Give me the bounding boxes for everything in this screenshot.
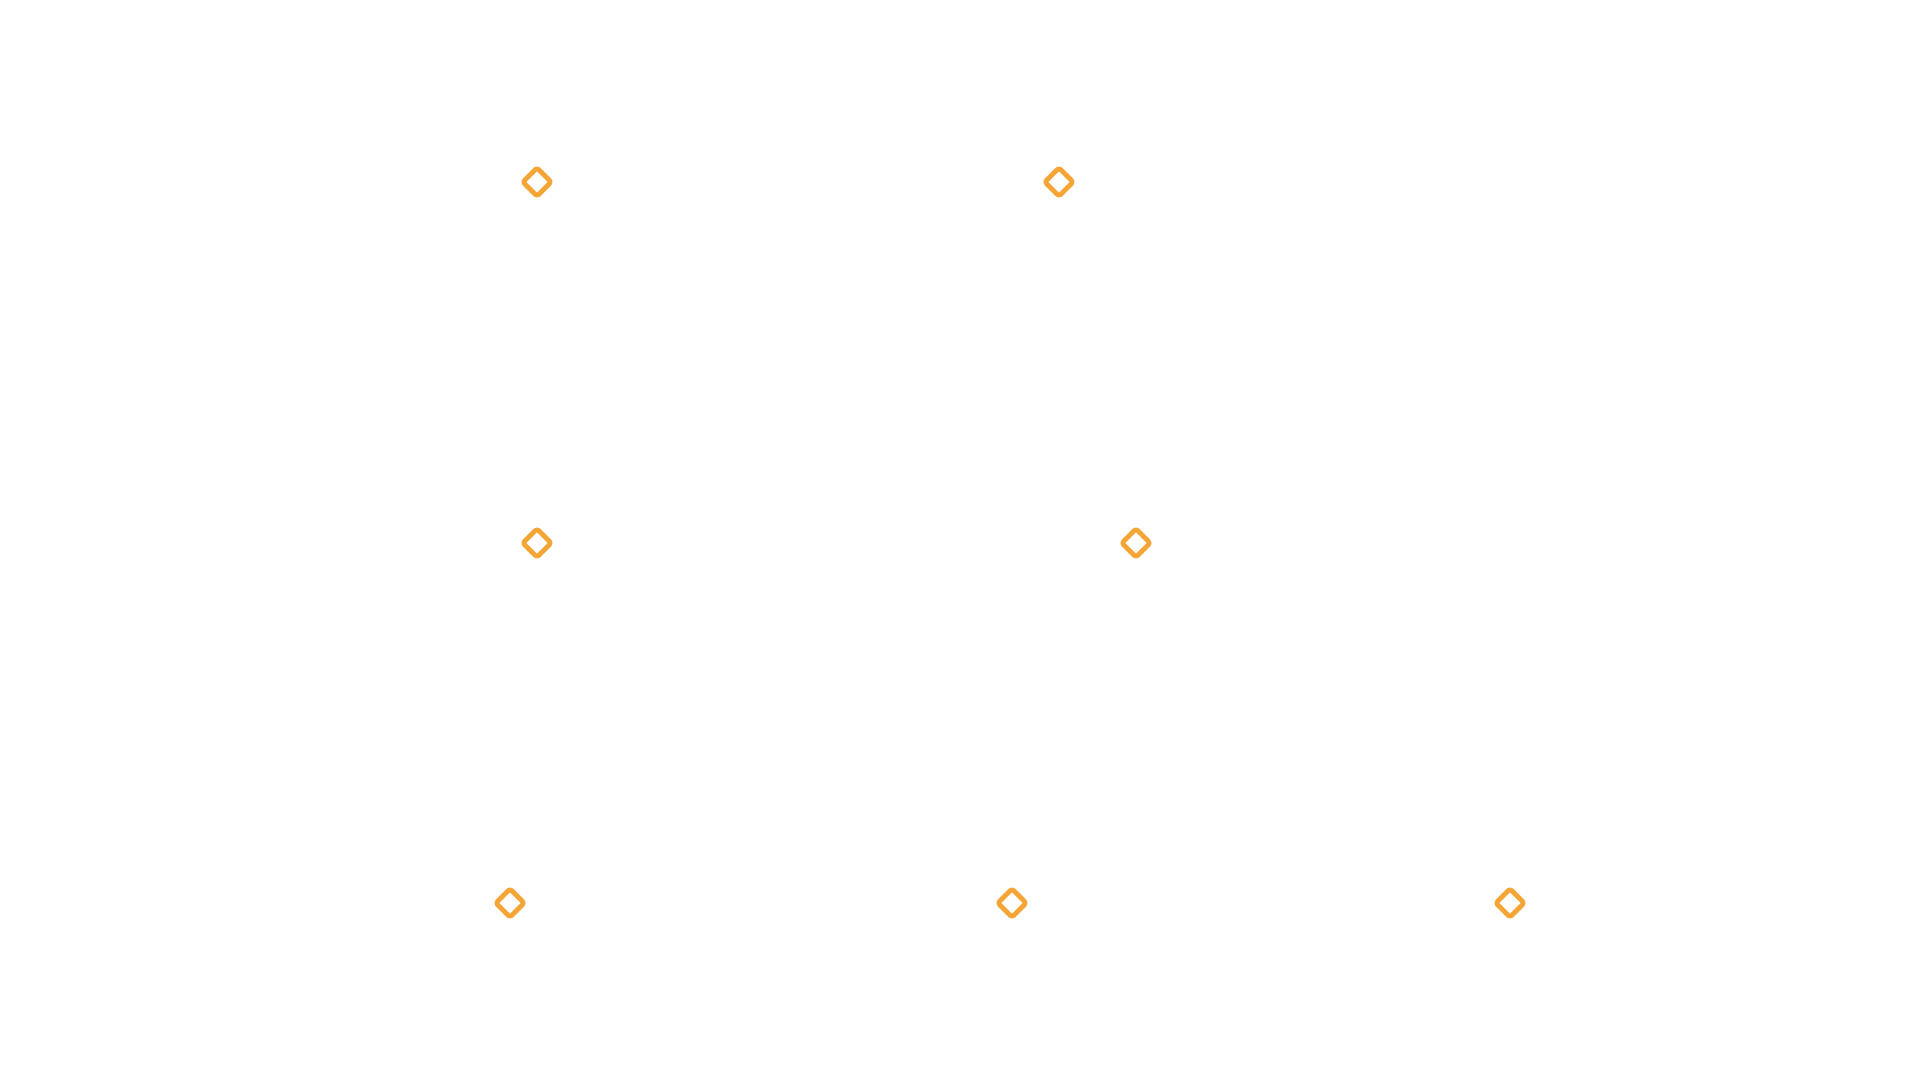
diamond-marker-6 <box>987 878 1037 928</box>
diamond-outline-icon <box>494 887 526 919</box>
diamond-marker-4 <box>1111 518 1161 568</box>
diamond-marker-2 <box>1034 157 1084 207</box>
diamond-outline-icon <box>996 887 1028 919</box>
diamond-marker-5 <box>485 878 535 928</box>
diamond-outline-icon <box>521 527 553 559</box>
diamond-outline-icon <box>1043 166 1075 198</box>
diamond-outline-icon <box>1494 887 1526 919</box>
diamond-outline-icon <box>521 166 553 198</box>
diamond-marker-7 <box>1485 878 1535 928</box>
diamond-outline-icon <box>1120 527 1152 559</box>
diamond-marker-3 <box>512 518 562 568</box>
diamond-marker-1 <box>512 157 562 207</box>
